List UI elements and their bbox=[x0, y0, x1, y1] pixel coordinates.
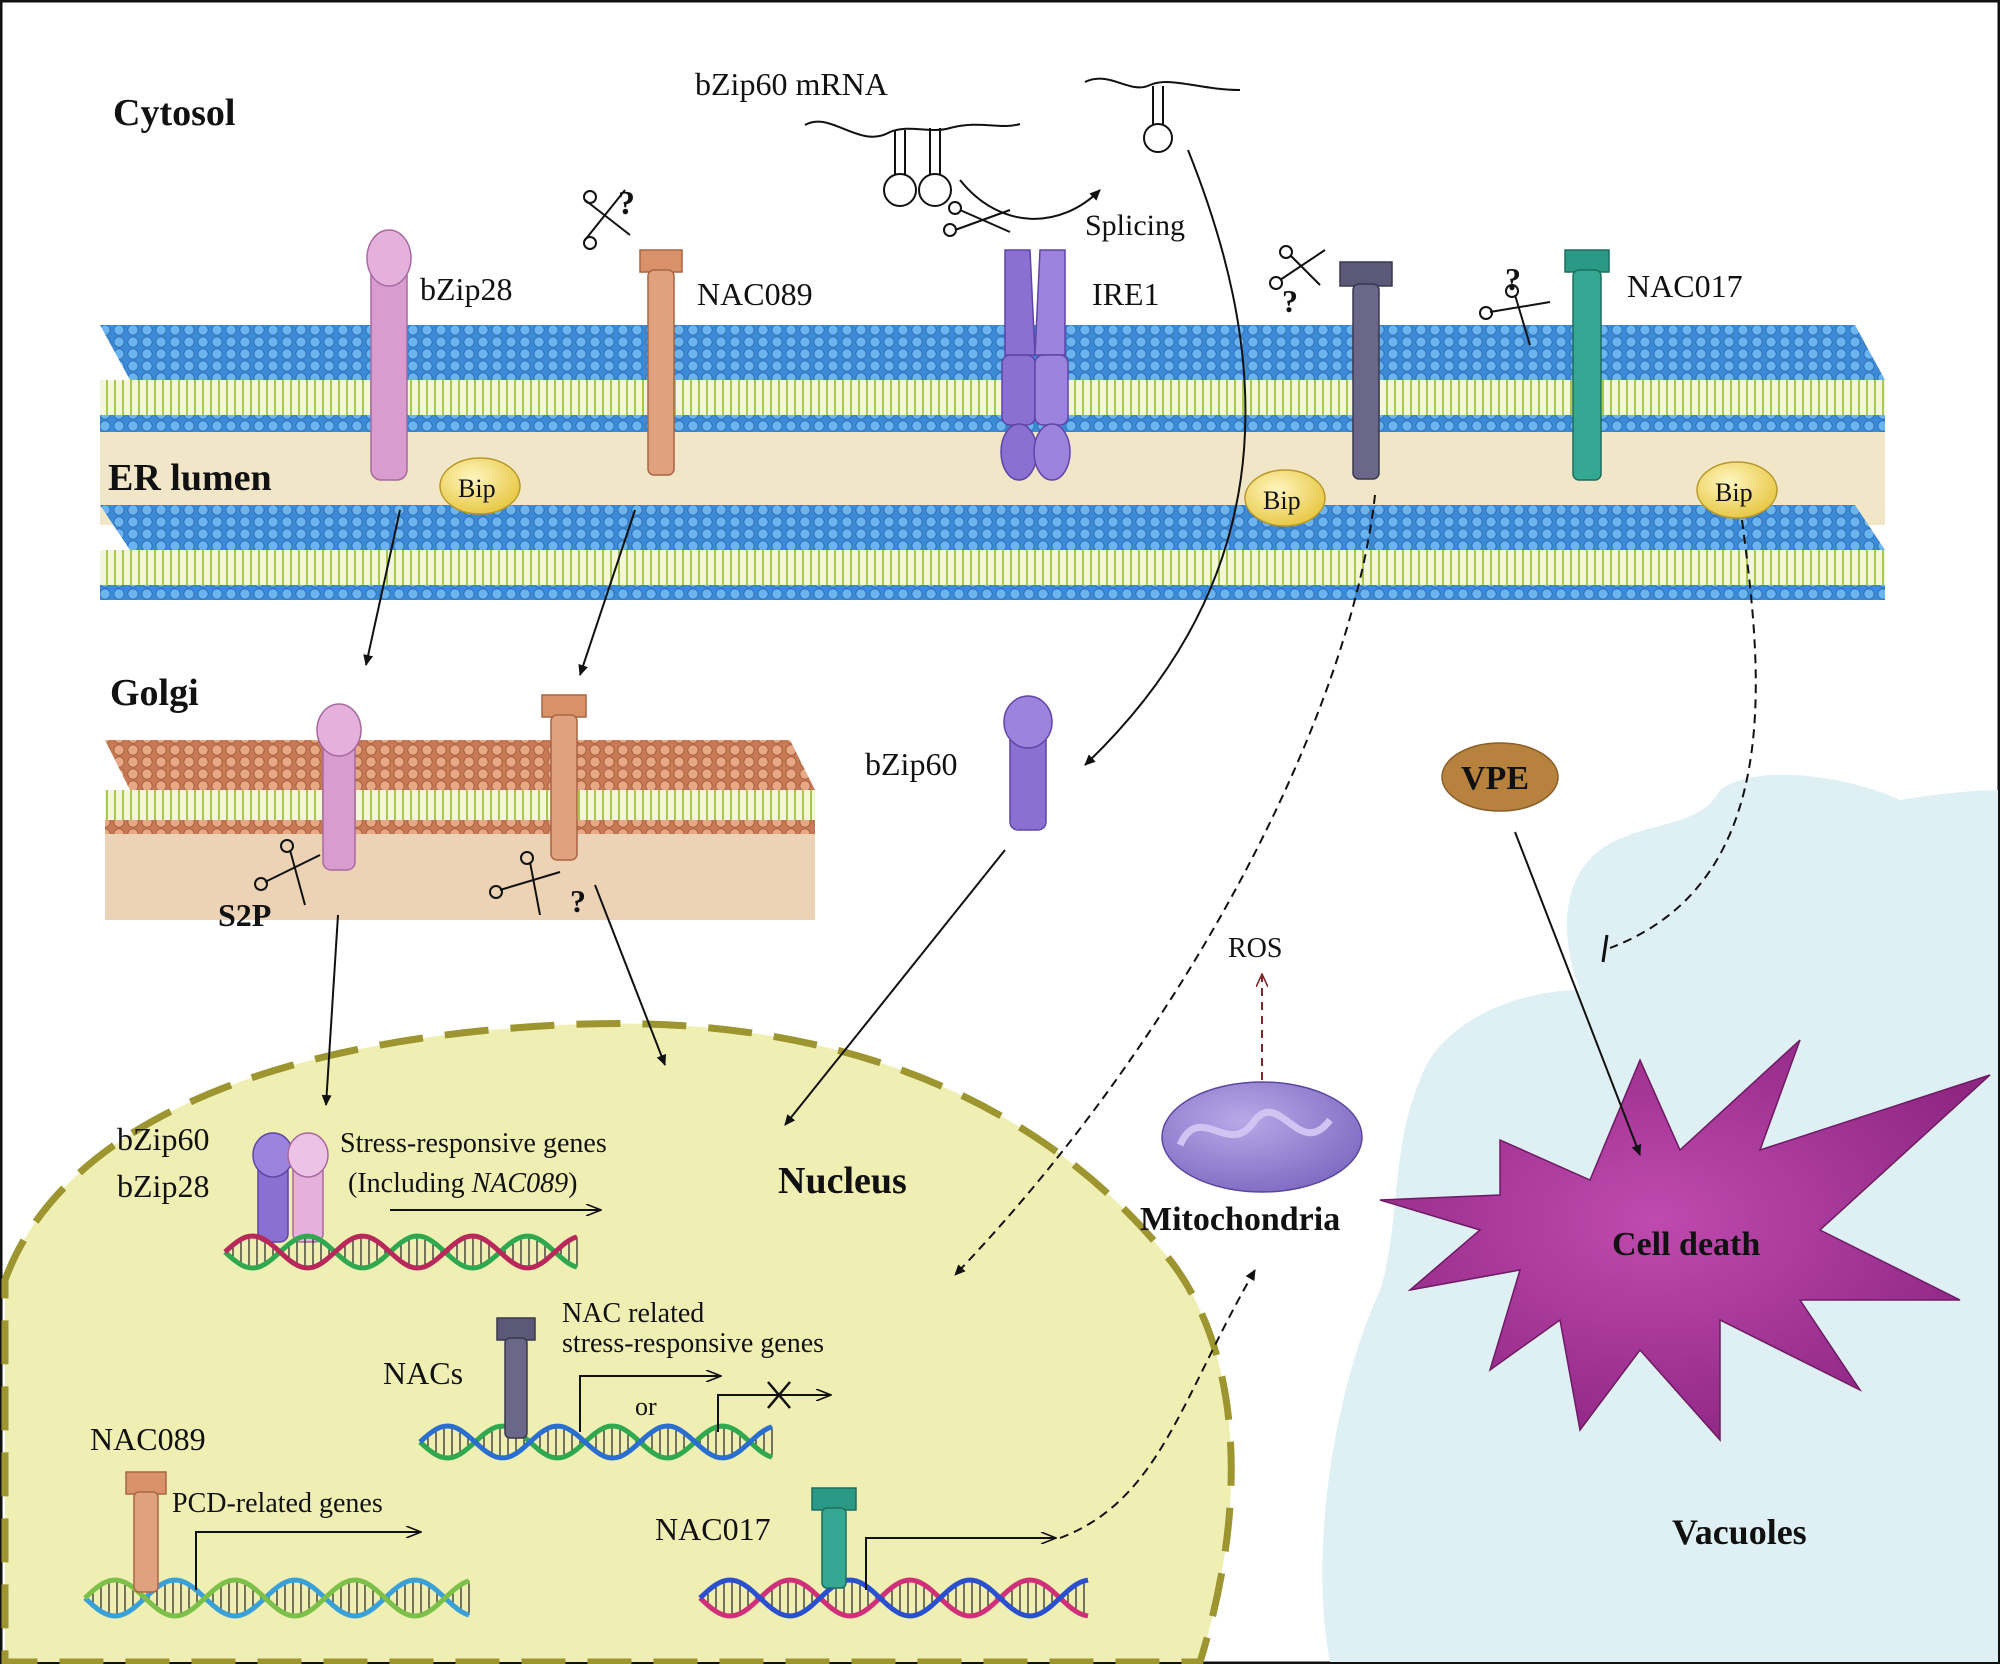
stress-genes-label-line1: Stress-responsive genes bbox=[340, 1128, 607, 1159]
inhibition-bar bbox=[1601, 934, 1609, 963]
golgi-nac089-scissors-icon bbox=[489, 851, 561, 916]
s2p-scissors-icon bbox=[254, 839, 321, 906]
nucleus-bzip60-label: bZip60 bbox=[117, 1121, 209, 1157]
nac089-nuclear-protein bbox=[125, 1471, 167, 1593]
svg-text:VPE: VPE bbox=[1461, 760, 1529, 797]
nac089-er-protein bbox=[639, 249, 683, 476]
nac-related-label-line1: NAC related bbox=[562, 1298, 704, 1329]
bzip60-cytosol-label: bZip60 bbox=[865, 746, 957, 782]
mrna-hairpins bbox=[883, 128, 952, 207]
nacs-nuclear-protein bbox=[496, 1317, 536, 1439]
nac089-label: NAC089 bbox=[697, 276, 813, 312]
nac017-label: NAC017 bbox=[1627, 268, 1743, 304]
dna-strand bbox=[698, 1577, 1089, 1619]
spliced-mrna-strand bbox=[1084, 77, 1241, 91]
dna-strand bbox=[223, 1233, 578, 1271]
ros-label: ROS bbox=[1228, 933, 1282, 964]
bzip-dimer-on-dna bbox=[252, 1132, 329, 1243]
svg-text:Bip: Bip bbox=[1715, 478, 1753, 507]
splicing-arrow bbox=[959, 179, 1101, 220]
bip-chaperone-3: Bip bbox=[1696, 461, 1778, 519]
er-lumen-label: ER lumen bbox=[108, 457, 272, 499]
spliced-mrna-hairpin bbox=[1143, 86, 1173, 153]
vpe-to-cell-death-arrow bbox=[1514, 831, 1642, 1156]
spliced-mrna-to-bzip60-arrow bbox=[1084, 149, 1247, 766]
dna-strand bbox=[83, 1577, 470, 1619]
dna-helix-2 bbox=[418, 1423, 773, 1461]
svg-text:Cell death: Cell death bbox=[1612, 1226, 1760, 1263]
nacs-er-protein bbox=[1339, 261, 1393, 480]
dna-strand bbox=[418, 1423, 773, 1461]
nac017-scissors-icon bbox=[1479, 284, 1551, 346]
mrna-label: bZip60 mRNA bbox=[695, 66, 888, 102]
dna-helix-1 bbox=[223, 1233, 578, 1271]
golgi-label: Golgi bbox=[110, 672, 199, 714]
ire1-label: IRE1 bbox=[1092, 276, 1160, 312]
nac089-golgi-to-nucleus-arrow bbox=[594, 884, 667, 1066]
s2p-label: S2P bbox=[218, 897, 271, 933]
nac017-protease-question: ? bbox=[1505, 261, 1521, 297]
nac089-golgi-protein bbox=[541, 694, 587, 861]
pcd-genes-label: PCD-related genes bbox=[172, 1488, 383, 1519]
cell-death-burst: Cell death bbox=[1379, 1039, 1991, 1442]
bzip28-er-to-golgi-arrow bbox=[363, 509, 401, 666]
dna-strand bbox=[418, 1423, 773, 1461]
bzip28-golgi-protein bbox=[316, 703, 362, 871]
nacs-to-nucleus-dashed-arrow bbox=[954, 494, 1376, 1276]
nac-activation-arrow bbox=[579, 1376, 720, 1432]
dna-helix-4 bbox=[698, 1577, 1089, 1619]
stress-genes-label-line2: (Including NAC089) bbox=[348, 1168, 577, 1199]
golgi-protease-question: ? bbox=[570, 883, 586, 919]
bip-inhibits-cell-death-dashed-line bbox=[1609, 519, 1757, 949]
nacs-scissors-icon bbox=[1269, 245, 1326, 290]
mrna-strand bbox=[804, 120, 1021, 138]
bzip28-label: bZip28 bbox=[420, 271, 512, 307]
dna-strand bbox=[83, 1577, 470, 1619]
nac-repression-arrow bbox=[717, 1395, 830, 1432]
nac017-er-protein bbox=[1564, 249, 1610, 481]
nac089-er-to-golgi-arrow bbox=[578, 509, 636, 676]
svg-text:Bip: Bip bbox=[1263, 486, 1301, 515]
pcd-genes-arrow bbox=[195, 1532, 420, 1590]
vpe-enzyme: VPE bbox=[1441, 742, 1559, 812]
mitochondrion bbox=[1161, 1081, 1363, 1193]
bzip60-cytosol-protein bbox=[1003, 695, 1053, 831]
bip-chaperone-2: Bip bbox=[1244, 469, 1326, 527]
vacuoles-label: Vacuoles bbox=[1672, 1512, 1807, 1552]
nac-related-label-line2: stress-responsive genes bbox=[562, 1328, 824, 1359]
nac089-scissors-icon bbox=[583, 189, 631, 250]
cytosol-label: Cytosol bbox=[113, 92, 235, 134]
svg-text:Bip: Bip bbox=[458, 474, 496, 503]
bzip28-er-protein bbox=[366, 229, 412, 481]
bzip60-to-nucleus-arrow bbox=[784, 849, 1006, 1126]
nucleus-nacs-label: NACs bbox=[383, 1355, 463, 1391]
nucleus-nac089-label: NAC089 bbox=[90, 1421, 206, 1457]
nucleus-nac017-label: NAC017 bbox=[655, 1511, 771, 1547]
golgi-membrane bbox=[105, 740, 815, 920]
bzip28-golgi-to-nucleus-arrow bbox=[321, 914, 339, 1106]
dna-strand bbox=[698, 1577, 1089, 1619]
bip-chaperone-1: Bip bbox=[439, 457, 521, 515]
splicing-label: Splicing bbox=[1085, 209, 1185, 242]
er-membrane bbox=[100, 325, 1885, 600]
or-label: or bbox=[635, 1392, 657, 1421]
mitochondria-label: Mitochondria bbox=[1140, 1201, 1340, 1238]
nac017-nuclear-protein bbox=[811, 1487, 857, 1589]
repression-cross-icon bbox=[767, 1381, 791, 1409]
nacs-protease-question: ? bbox=[1282, 283, 1298, 319]
ire1-scissors-icon bbox=[943, 201, 1011, 237]
dna-helix-3 bbox=[83, 1577, 470, 1619]
nac017-gene-arrow bbox=[865, 1538, 1055, 1590]
nac089-protease-question: ? bbox=[618, 185, 635, 222]
dna-strand bbox=[223, 1233, 578, 1271]
nucleus-bzip28-label: bZip28 bbox=[117, 1168, 209, 1204]
ire1-protein bbox=[1000, 249, 1071, 481]
nucleus-label: Nucleus bbox=[778, 1160, 907, 1202]
